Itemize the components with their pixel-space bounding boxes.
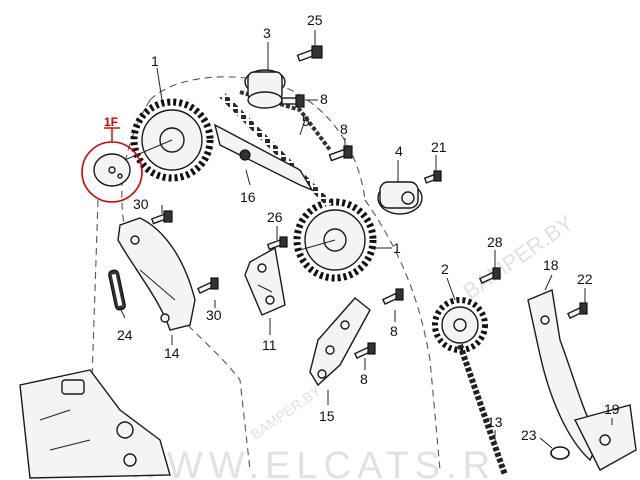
callout-4: 4	[395, 143, 403, 159]
highlighted-part-disc	[81, 141, 143, 203]
callout-25: 25	[307, 12, 323, 28]
callout-15: 15	[319, 408, 335, 424]
callout-1-top: 1	[151, 53, 159, 69]
callout-16: 16	[240, 189, 256, 205]
bolt-8-right	[381, 288, 404, 306]
part-15-tensioner	[309, 297, 371, 387]
crankshaft-sprocket	[432, 297, 488, 353]
part-19-bracket	[573, 404, 637, 471]
engine-block-fragment	[19, 369, 171, 479]
callout-19: 19	[604, 401, 620, 417]
bolt-8-bottom	[353, 342, 376, 360]
bolt-21	[423, 170, 442, 184]
callout-8-right: 8	[390, 323, 398, 339]
callout-21: 21	[431, 139, 447, 155]
callout-30-top: 30	[133, 196, 149, 212]
red-marker: 1F	[104, 115, 120, 142]
upper-timing-chain	[219, 92, 333, 208]
watermark-bamper-small: BAMPER.BY	[248, 382, 325, 442]
dashed-guide-left	[91, 199, 99, 381]
bolt-26	[266, 236, 288, 251]
marker-label: 1F	[104, 115, 118, 129]
callout-5: 5	[302, 113, 310, 129]
callout-18: 18	[543, 257, 559, 273]
callout-24: 24	[117, 327, 133, 343]
watermark-elcats: WWW.ELCATS.R	[125, 445, 496, 480]
callout-13: 13	[487, 414, 503, 430]
bolt-28	[478, 267, 501, 285]
camshaft-sprocket-middle	[293, 198, 377, 282]
callout-8-bottom: 8	[360, 371, 368, 387]
bolt-8-mid	[328, 145, 353, 162]
callout-1-mid: 1	[393, 240, 401, 256]
callout-22: 22	[577, 271, 593, 287]
lower-timing-chain	[457, 344, 508, 476]
bolts	[150, 45, 588, 360]
callout-8-top: 8	[320, 91, 328, 107]
callout-3: 3	[263, 25, 271, 41]
callout-23: 23	[521, 427, 537, 443]
bolt-25	[296, 45, 323, 62]
bolt-8-top	[281, 94, 305, 108]
callout-26: 26	[267, 209, 283, 225]
bolt-22	[566, 302, 588, 320]
callout-30-bottom: 30	[206, 307, 222, 323]
part-24-chain-segment	[108, 269, 126, 311]
bolt-30-top	[150, 210, 173, 225]
camshaft-sprocket-top	[119, 98, 214, 182]
callout-28: 28	[487, 234, 503, 250]
callout-labels: 25 3 1 8 5 8 4 21 16 30 26 1 28 2 18 22 …	[117, 12, 620, 443]
callout-8-mid: 8	[340, 121, 348, 137]
leader-lines	[119, 30, 613, 449]
callout-2: 2	[441, 261, 449, 277]
part-11-plate	[244, 246, 286, 316]
callout-11: 11	[262, 337, 277, 353]
watermark-bamper: BAMPER.BY	[459, 210, 579, 304]
callout-14: 14	[164, 345, 180, 361]
part-3-cam-adjuster	[244, 69, 286, 109]
part-23-seal-ring	[550, 446, 570, 460]
bolt-30-bottom	[196, 277, 219, 295]
part-5-chain-guide	[213, 123, 314, 192]
part-4-adjuster	[377, 181, 423, 215]
part-14-tensioner-rail	[117, 217, 196, 331]
